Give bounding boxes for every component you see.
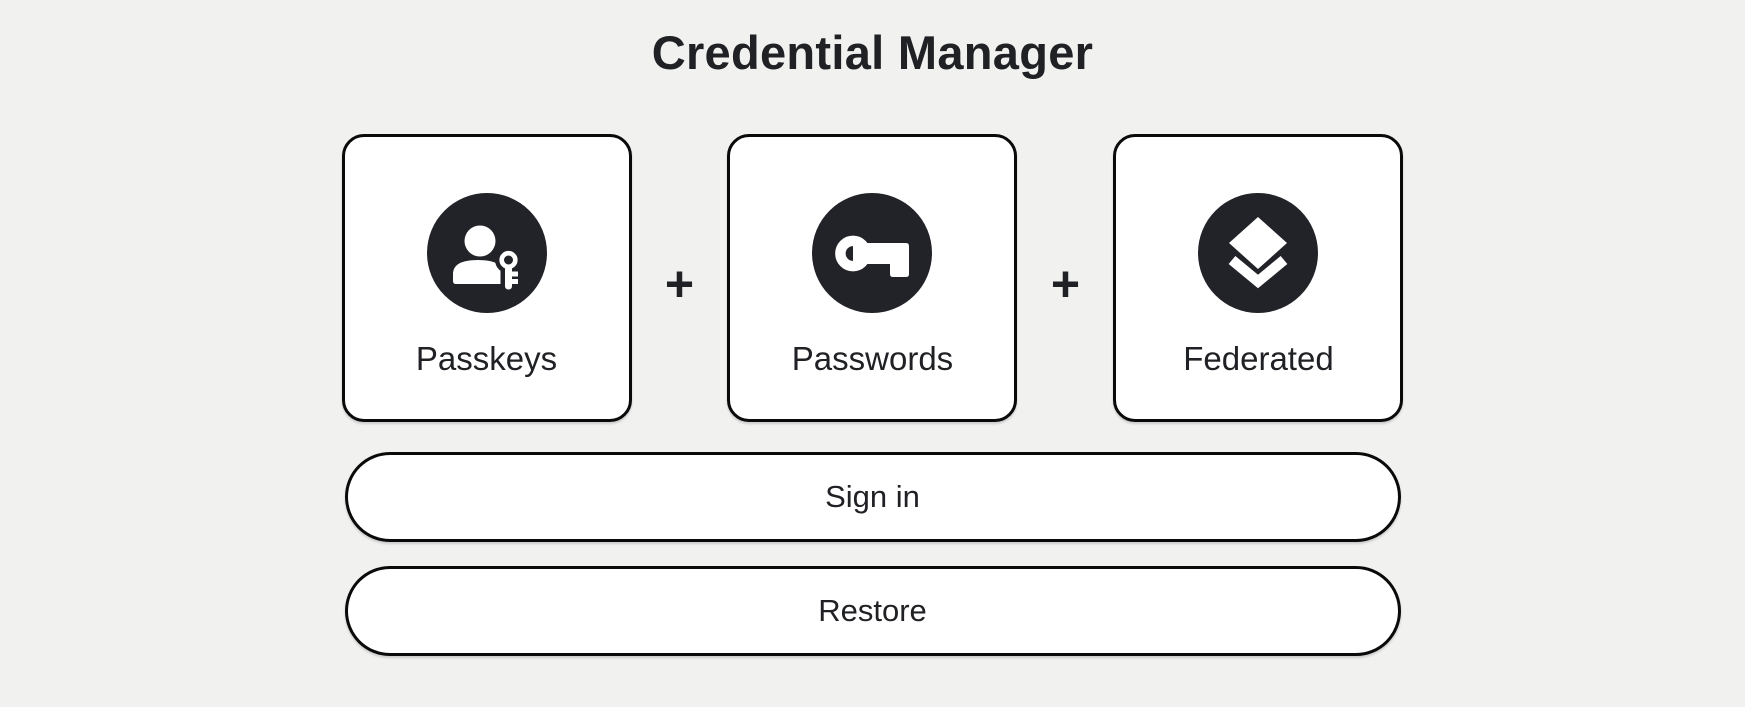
passwords-card: Passwords	[727, 133, 1018, 422]
passkeys-card: Passkeys	[341, 133, 632, 422]
plus-separator-2: +	[1050, 255, 1081, 312]
plus-separator-1: +	[664, 255, 695, 312]
federated-label: Federated	[1183, 339, 1334, 377]
passkeys-label: Passkeys	[415, 339, 558, 377]
federated-card: Federated	[1113, 133, 1404, 422]
passkey-icon	[426, 192, 547, 313]
sign-in-button[interactable]: Sign in	[344, 451, 1401, 542]
content-column: Credential Manager Passkeys +	[341, 0, 1404, 656]
passwords-label: Passwords	[791, 339, 954, 377]
layers-icon	[1198, 192, 1319, 313]
credential-types-row: Passkeys + Passwords + Federated	[341, 133, 1404, 422]
page-title: Credential Manager	[651, 26, 1094, 79]
restore-button[interactable]: Restore	[344, 565, 1401, 656]
key-icon	[812, 192, 933, 313]
